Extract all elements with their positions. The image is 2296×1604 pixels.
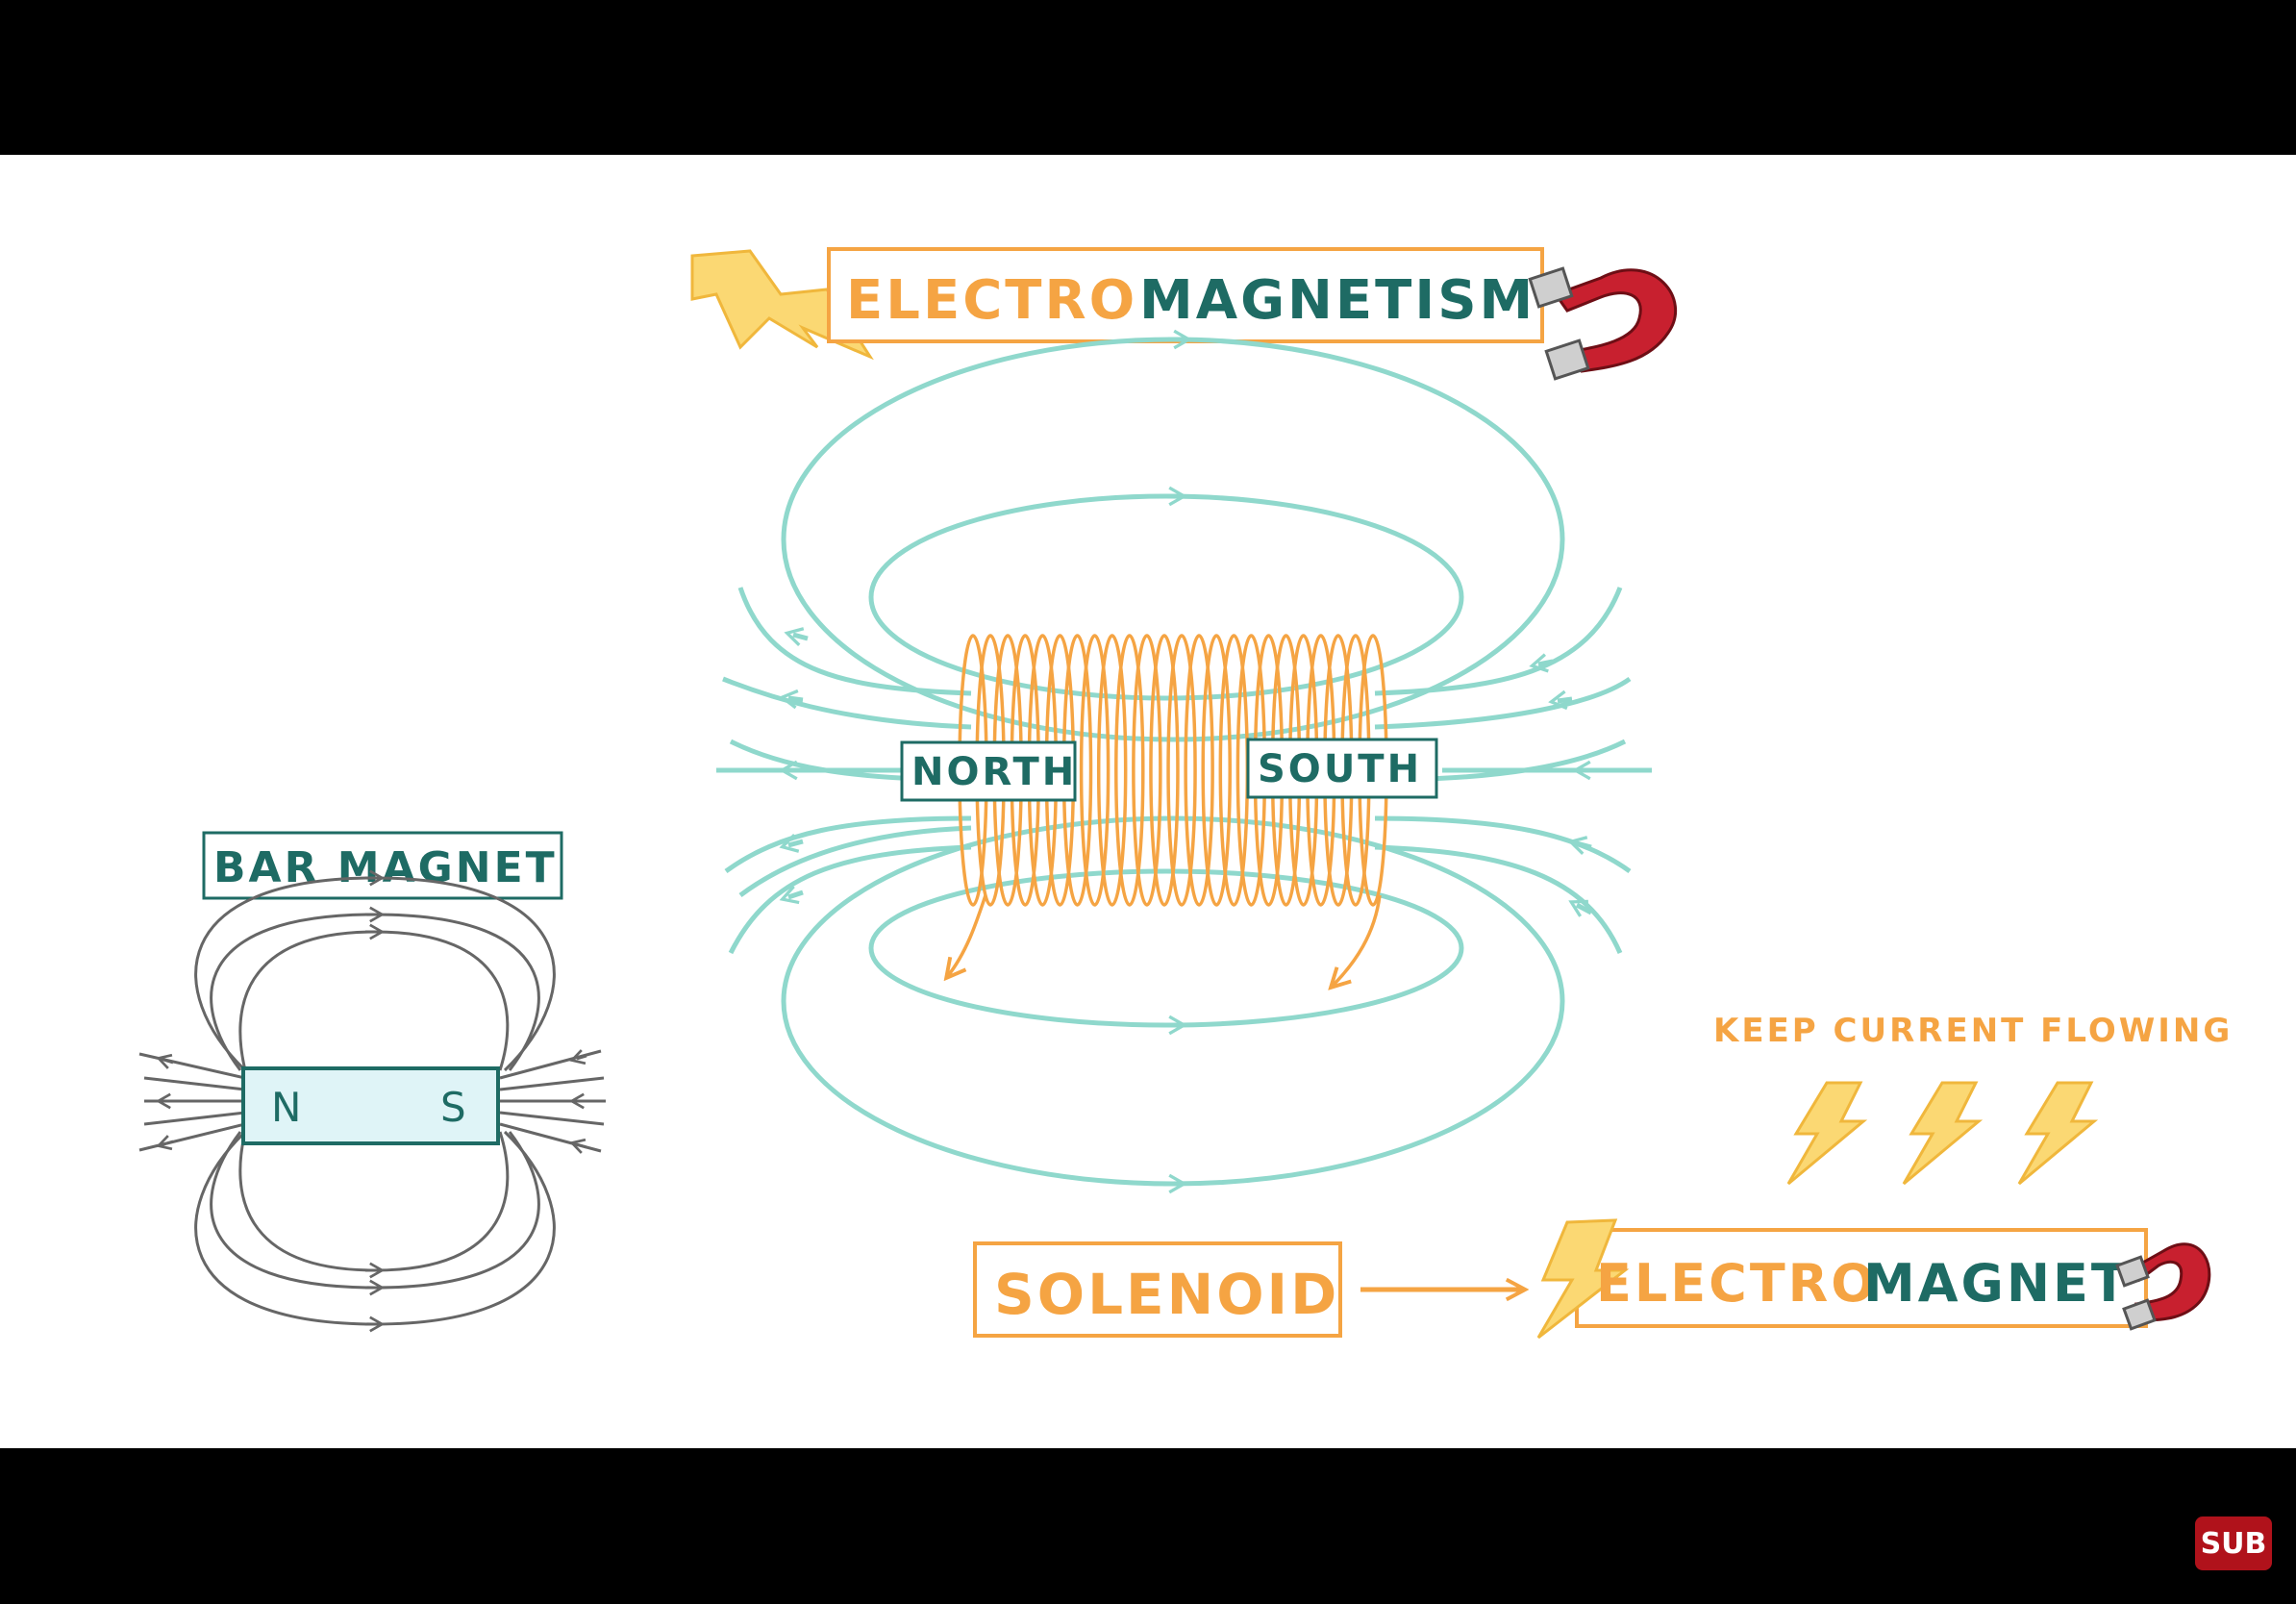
svg-text:SOUTH: SOUTH	[1258, 747, 1422, 791]
bar-magnet-north-pole: N	[271, 1084, 301, 1131]
field-line-right	[1374, 587, 1623, 696]
bar-magnet-label: BAR MAGNET	[213, 843, 558, 892]
letterbox-bottom: SUB	[0, 1448, 2296, 1604]
video-frame: ELECTRO MAGNETISM	[0, 155, 2296, 1448]
coil-lead-left	[947, 894, 987, 977]
field-arrow	[1529, 653, 1554, 673]
lightning-bolt-icon	[1536, 1218, 1630, 1340]
bar-magnet-south-pole: S	[440, 1084, 466, 1131]
solenoid-box	[973, 1241, 1342, 1338]
solenoid-label: SOLENOID	[994, 1262, 1339, 1327]
field-line-right	[1374, 844, 1623, 955]
field-loop-inner-top	[868, 493, 1464, 701]
coil-turn	[1149, 634, 1180, 907]
coil-turn	[1114, 634, 1145, 907]
title-electro: ELECTRO	[846, 269, 1137, 332]
coil-turn	[1079, 634, 1111, 907]
field-line-left	[728, 844, 972, 955]
title-box	[827, 247, 1544, 343]
field-arrow	[1548, 689, 1573, 711]
keep-current-note: KEEP CURRENT FLOWING	[1713, 1012, 2233, 1186]
field-line-right	[1374, 815, 1632, 874]
electromagnet-electro: ELECTRO	[1596, 1253, 1878, 1314]
bar-magnet-body	[241, 1066, 500, 1145]
field-line-left	[737, 587, 972, 696]
lightning-bolt-icon	[2017, 1081, 2099, 1186]
keep-current-label: KEEP CURRENT FLOWING	[1713, 1012, 2233, 1050]
letterbox-top	[0, 0, 2296, 155]
coil-turn	[1201, 634, 1232, 907]
electromagnet-magnet: MAGNET	[1863, 1253, 2130, 1314]
svg-text:NORTH: NORTH	[911, 750, 1077, 794]
south-label: SOUTH	[1246, 738, 1438, 799]
solenoid-field-lines	[716, 329, 1652, 1194]
field-arrow	[779, 834, 804, 853]
field-line-left	[724, 815, 972, 874]
subscribe-button[interactable]: SUB	[2195, 1516, 2272, 1570]
field-line-left	[738, 825, 972, 898]
diagram-canvas: ELECTRO MAGNETISM	[138, 247, 2233, 1340]
field-loop-inner-bottom	[868, 868, 1464, 1028]
field-line-right	[1374, 676, 1632, 730]
field-arrow	[784, 627, 809, 646]
north-label: NORTH	[900, 740, 1077, 802]
field-line-left	[722, 676, 972, 730]
horseshoe-magnet-icon	[2115, 1242, 2211, 1331]
bar-magnet-diagram: BAR MAGNET	[138, 831, 606, 1333]
title-magnetism: MAGNETISM	[1139, 269, 1535, 332]
field-arrow	[1567, 836, 1592, 855]
solenoid-to-electromagnet: SOLENOID ELECTRO MAGNET	[973, 1218, 2211, 1340]
coil-turn	[1132, 634, 1162, 907]
field-arrow	[779, 689, 804, 710]
lightning-bolt-icon	[1902, 1081, 1984, 1186]
coil-lead-right	[1332, 894, 1382, 987]
coil-turn	[1166, 634, 1197, 907]
field-arrow	[1568, 899, 1593, 917]
field-arrow	[779, 885, 804, 905]
bar-magnet-label-box	[202, 831, 563, 900]
horseshoe-magnet-icon	[1528, 266, 1678, 381]
bar-magnet-field-lines	[138, 869, 606, 1333]
lightning-bolt-icon	[1786, 1081, 1868, 1186]
coil-turn	[1184, 634, 1214, 907]
title-banner: ELECTRO MAGNETISM	[690, 247, 1678, 381]
lightning-bolt-icon	[690, 249, 874, 361]
coil-turn	[1096, 634, 1128, 907]
